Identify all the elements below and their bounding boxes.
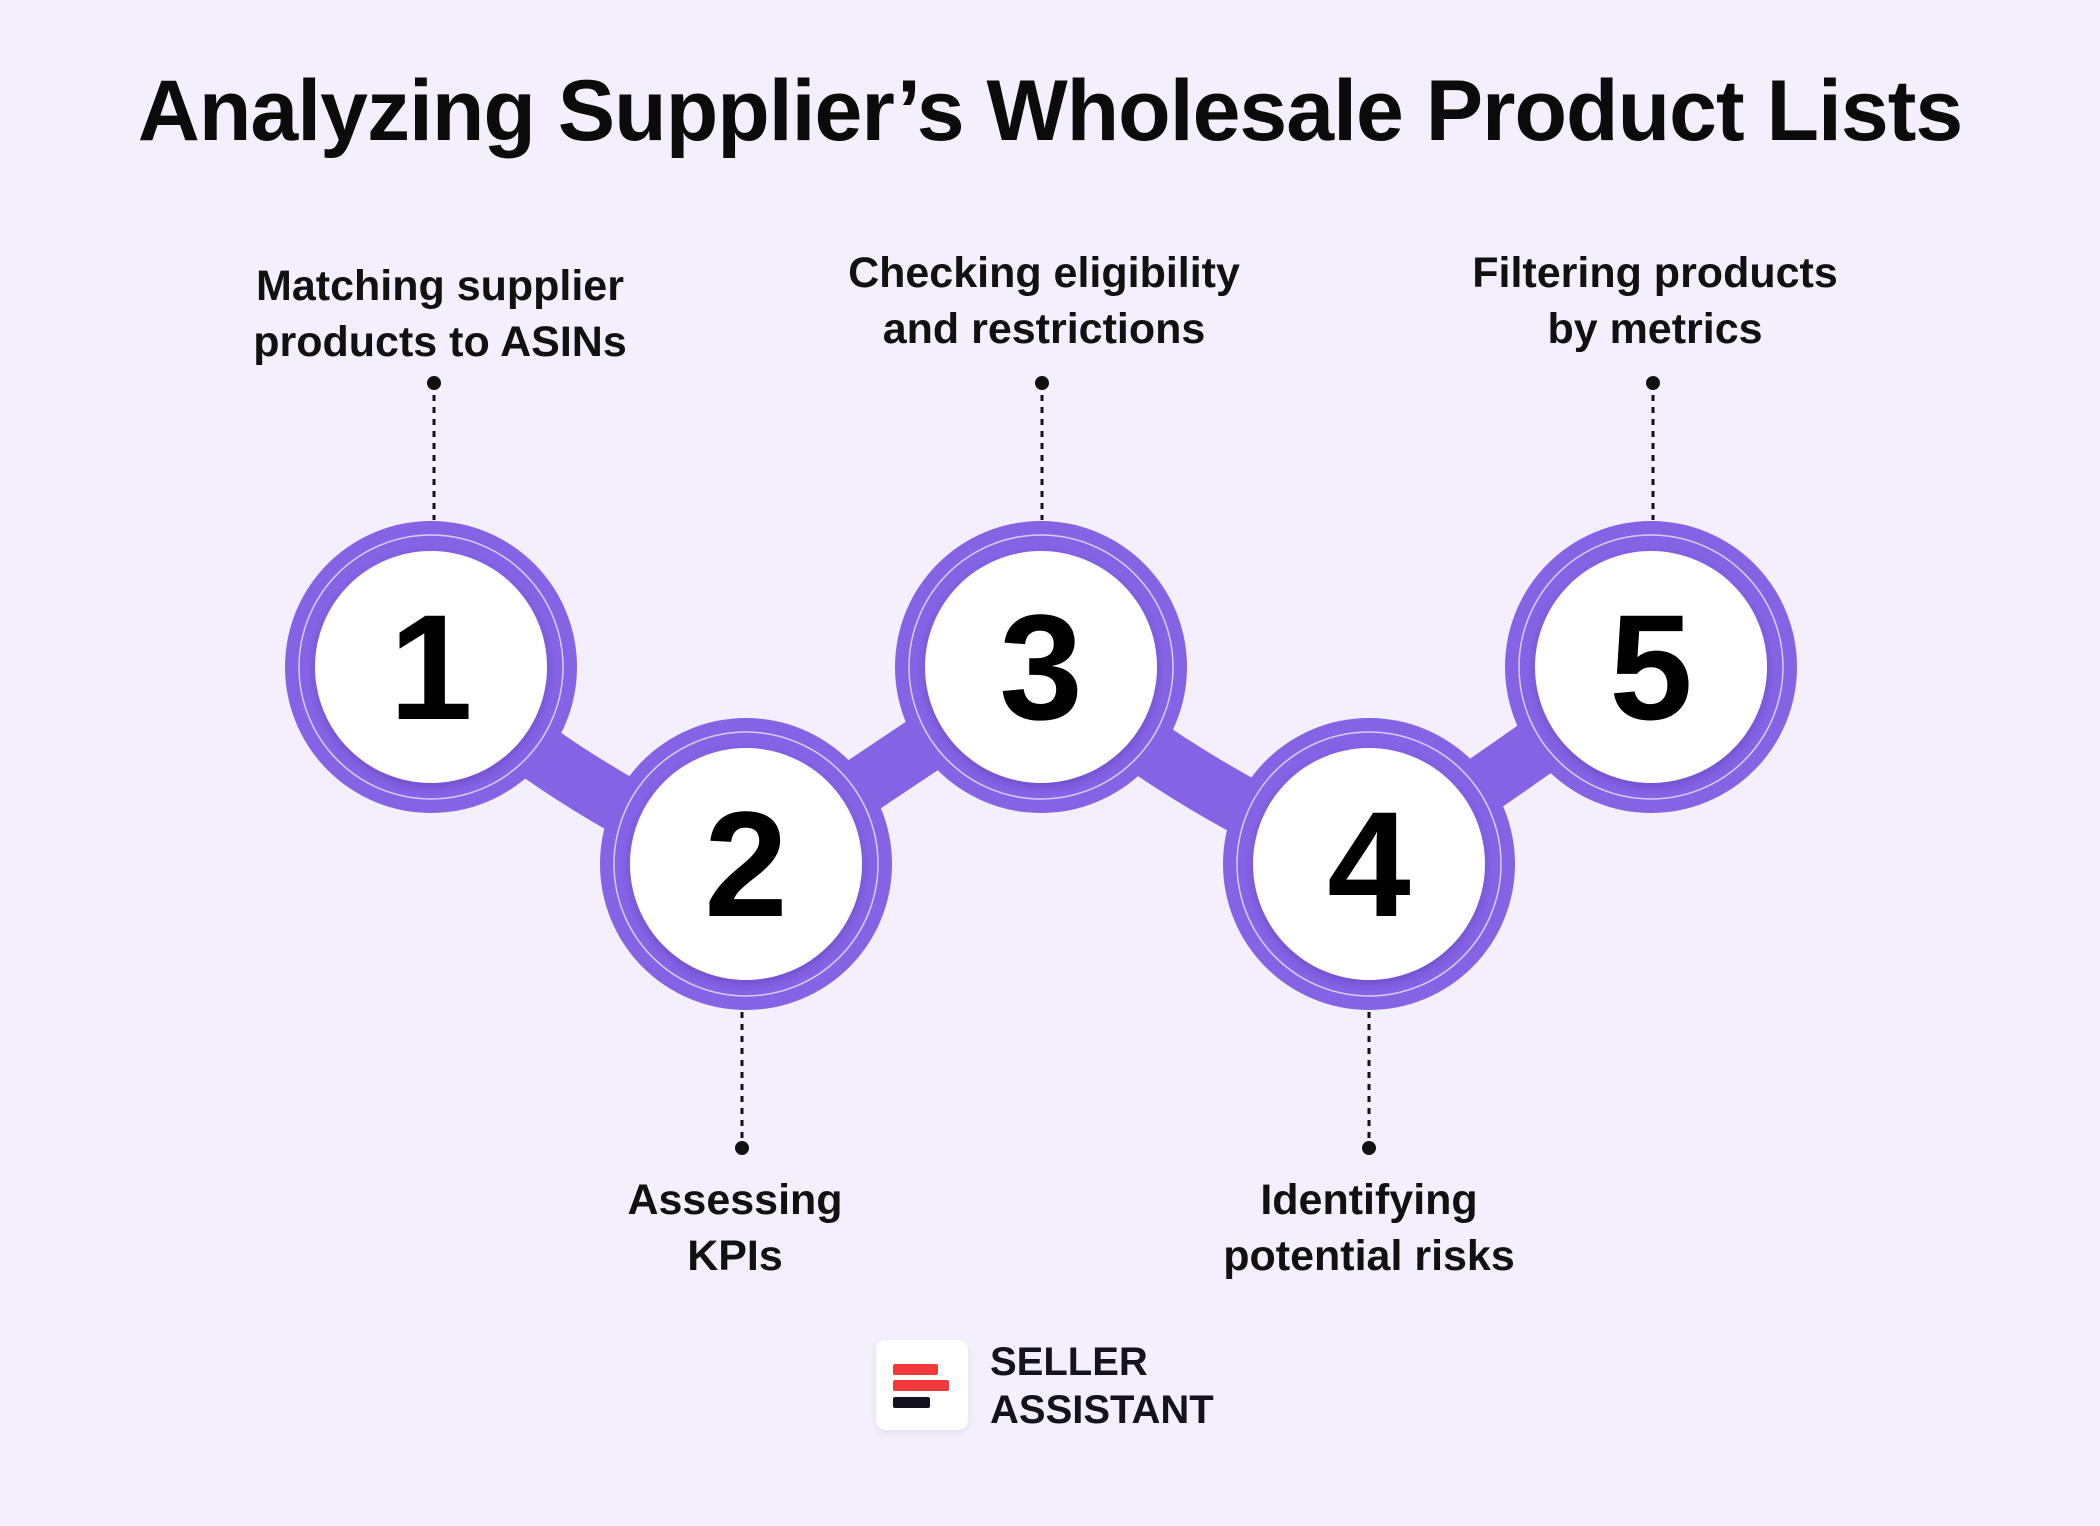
step-label-2: Assessing KPIs <box>627 1176 843 1280</box>
step-number-4: 4 <box>1327 780 1411 948</box>
step-circle-5 <box>1505 521 1797 813</box>
page-title: Analyzing Supplier’s Wholesale Product L… <box>137 63 1963 159</box>
step-label-4: Identifying potential risks <box>1223 1176 1515 1280</box>
step-circle-3 <box>895 521 1187 813</box>
step-circle-2 <box>600 718 892 1010</box>
step-label-5: Filtering products by metrics <box>1472 249 1838 353</box>
leader-lines <box>432 383 1655 1148</box>
step-number-1: 1 <box>389 583 473 751</box>
step-circle-4 <box>1223 718 1515 1010</box>
step-circle-1 <box>285 521 577 813</box>
step-circles <box>285 521 1797 1010</box>
step-label-3: Checking eligibility and restrictions <box>848 249 1240 353</box>
step-label-1: Matching supplier products to ASINs <box>253 262 627 366</box>
step-number-3: 3 <box>999 583 1083 751</box>
seller-assistant-bars-icon <box>876 1340 968 1430</box>
step-number-2: 2 <box>704 780 788 948</box>
step-number-5: 5 <box>1609 583 1693 751</box>
leader-dots <box>427 376 1660 1155</box>
brand-logo-text: SELLER ASSISTANT <box>990 1340 1214 1432</box>
